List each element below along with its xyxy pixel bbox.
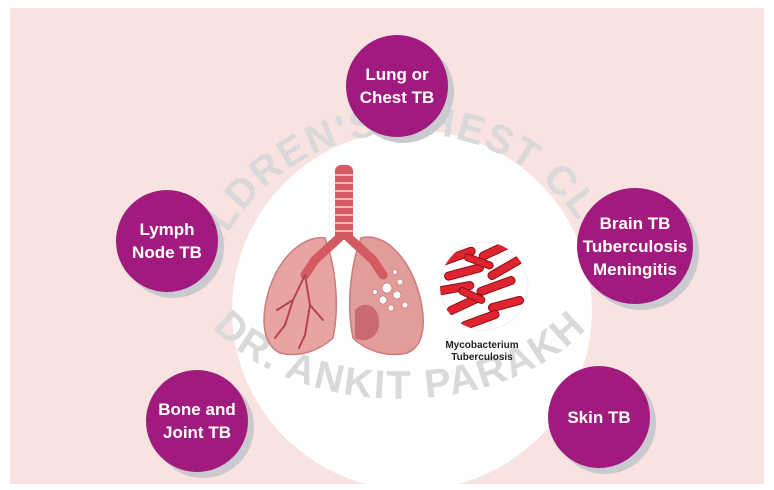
bacteria-illustration — [436, 238, 532, 334]
bubble-brain-line1: Brain TB — [583, 212, 688, 235]
bubble-skin-line1: Skin TB — [567, 406, 630, 429]
bubble-skin-tb: Skin TB — [548, 366, 650, 468]
bubble-brain-line2: Tuberculosis — [583, 235, 688, 258]
bubble-bone-line2: Joint TB — [158, 421, 235, 444]
bacteria-label-line1: Mycobacterium — [422, 340, 542, 352]
bubble-lung-tb: Lung or Chest TB — [346, 35, 448, 137]
bubble-lymph-node-tb: Lymph Node TB — [116, 190, 218, 292]
bubble-lung-line2: Chest TB — [360, 86, 435, 109]
bubble-lymph-line1: Lymph — [132, 218, 202, 241]
bubble-bone-joint-tb: Bone and Joint TB — [146, 370, 248, 472]
bubble-brain-line3: Meningitis — [583, 258, 688, 281]
bubble-bone-line1: Bone and — [158, 398, 235, 421]
bubble-lung-line1: Lung or — [360, 63, 435, 86]
bacteria-label-line2: Tuberculosis — [422, 352, 542, 364]
bubble-brain-tb: Brain TB Tuberculosis Meningitis — [577, 188, 693, 304]
bacteria-label: Mycobacterium Tuberculosis — [422, 340, 542, 364]
bubble-lymph-line2: Node TB — [132, 241, 202, 264]
lungs-illustration — [255, 160, 435, 360]
